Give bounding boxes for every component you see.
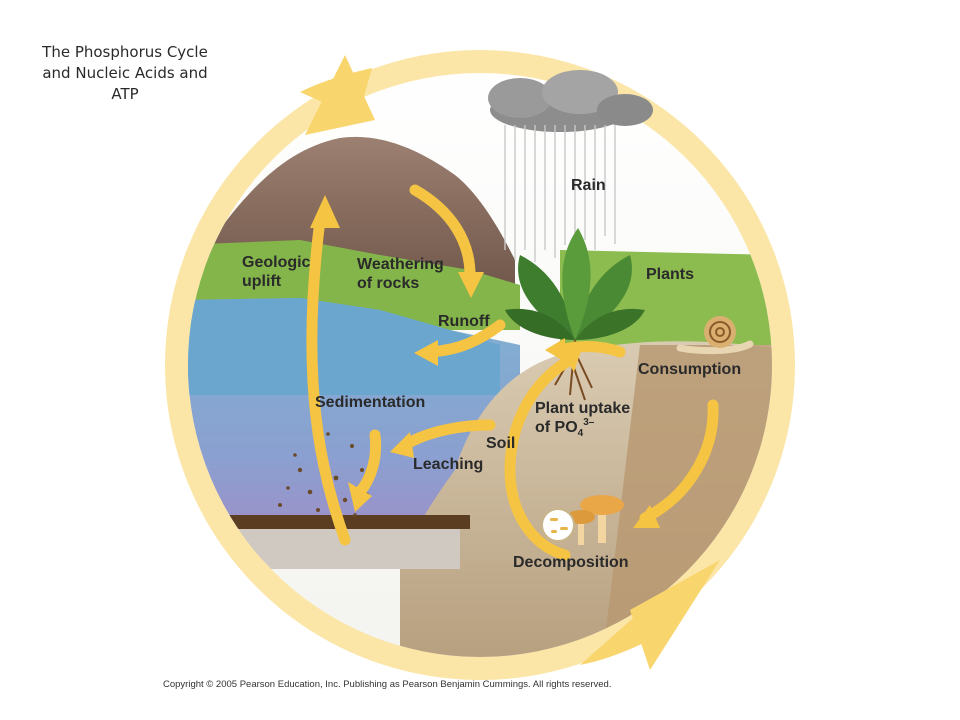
- label-runoff: Runoff: [438, 313, 490, 330]
- plant-icon: [505, 228, 645, 401]
- page-title: The Phosphorus Cycle and Nucleic Acids a…: [20, 42, 230, 105]
- label-leaching: Leaching: [413, 456, 484, 473]
- cycle-arrows: [306, 184, 719, 561]
- label-weathering: Weathering of rocks: [357, 255, 444, 293]
- bacteria-icon: [541, 508, 575, 542]
- title-line-1: The Phosphorus Cycle: [42, 43, 208, 61]
- runoff-arrow: [424, 319, 506, 358]
- outer-ring: [165, 50, 795, 680]
- consumption-arrow: [554, 341, 626, 358]
- lake-surface: [188, 298, 500, 395]
- arrowheads: [310, 195, 660, 528]
- label-plant-uptake-line-2: of PO43–: [535, 417, 630, 439]
- label-sedimentation: Sedimentation: [315, 394, 426, 411]
- title-line-2: and Nucleic Acids and: [42, 64, 208, 82]
- outer-ring-arrowhead-top: [305, 55, 375, 135]
- label-plant-uptake-line-1: Plant uptake: [535, 400, 631, 417]
- copyright-notice: Copyright © 2005 Pearson Education, Inc.…: [163, 679, 612, 690]
- label-weathering-line-2: of rocks: [357, 275, 420, 292]
- label-weathering-line-1: Weathering: [357, 256, 444, 273]
- label-plant-uptake-subscript: 4: [577, 428, 584, 439]
- label-geologic-uplift-line-2: uplift: [242, 273, 282, 290]
- label-geologic-uplift-line-1: Geologic: [242, 254, 311, 271]
- label-plants: Plants: [646, 266, 695, 283]
- leaching-arrow: [399, 419, 496, 451]
- soil-return-arrow: [504, 354, 576, 561]
- label-plant-uptake-of: of PO: [535, 419, 578, 436]
- label-decomposition: Decomposition: [513, 554, 629, 571]
- sediment-layer: [188, 515, 470, 529]
- decomposition-arrow: [639, 399, 719, 524]
- label-consumption: Consumption: [638, 361, 742, 378]
- outer-ring-arrowhead-bottom: [630, 560, 720, 670]
- label-plant-uptake: Plant uptake of PO43–: [535, 399, 630, 439]
- label-geologic-uplift: Geologic uplift: [242, 253, 310, 291]
- cloud-icon: [488, 70, 653, 132]
- title-line-3: ATP: [111, 85, 139, 103]
- rain-streaks: [504, 125, 616, 262]
- label-soil: Soil: [486, 435, 516, 452]
- snail-icon: [676, 316, 754, 355]
- label-rain: Rain: [571, 177, 606, 194]
- sedimentation-arrow: [354, 429, 382, 498]
- weathering-arrow: [409, 184, 476, 281]
- geologic-uplift-arrow: [306, 214, 351, 546]
- label-plant-uptake-superscript: 3–: [583, 417, 595, 428]
- outer-ring-arrow-bottom: [580, 612, 650, 665]
